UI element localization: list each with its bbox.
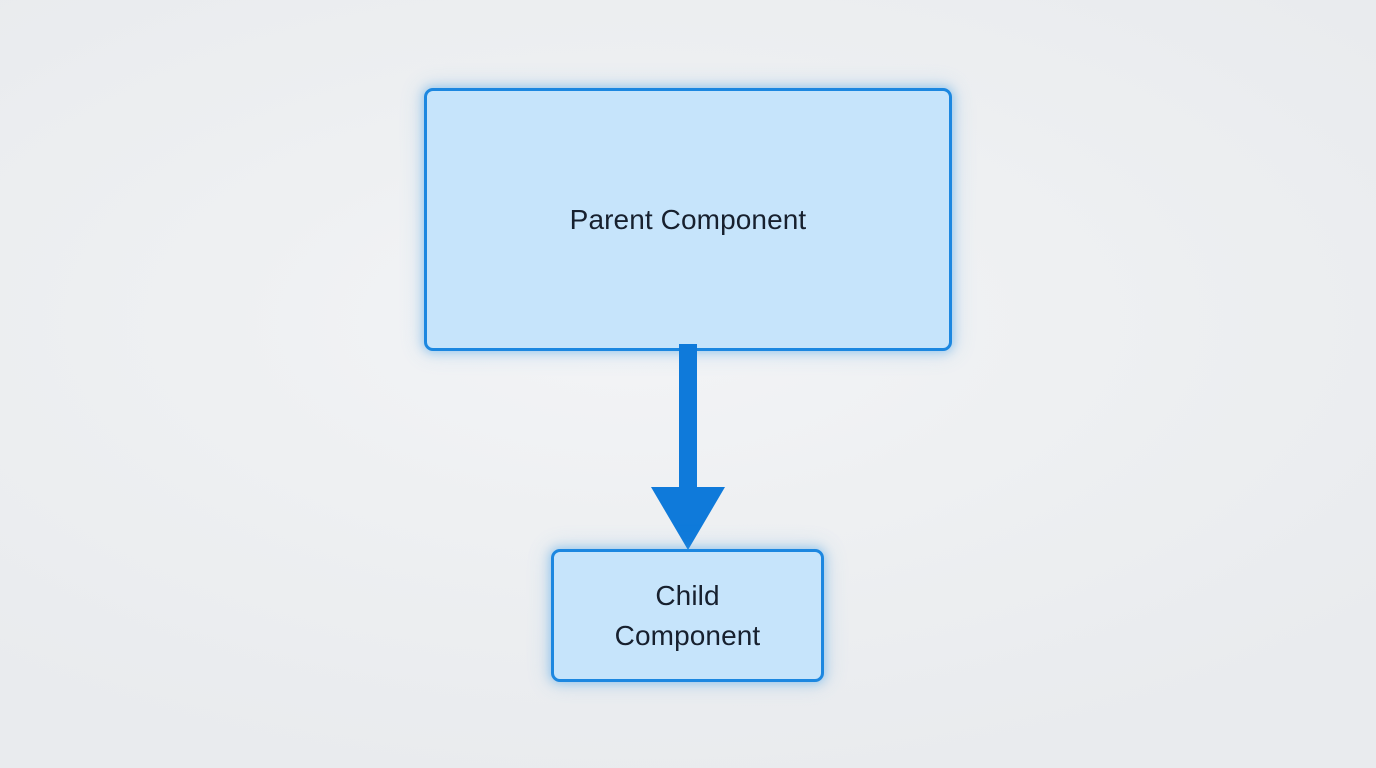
node-child-component[interactable]: Child Component [551, 549, 824, 682]
node-parent-component[interactable]: Parent Component [424, 88, 952, 351]
arrow-parent-to-child-icon [651, 344, 725, 550]
node-child-component-label: Child Component [614, 579, 761, 651]
arrow-shape [651, 344, 725, 550]
node-parent-component-label: Parent Component [569, 203, 807, 235]
